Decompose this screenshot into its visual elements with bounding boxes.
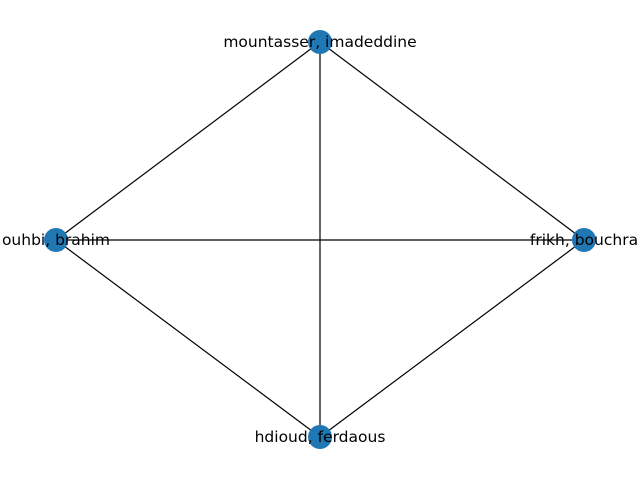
node-label-frikh: frikh, bouchra <box>530 231 638 249</box>
node-label-mountasser: mountasser, imadeddine <box>223 33 416 51</box>
edge-frikh-hdioud <box>319 239 585 438</box>
node-mountasser <box>308 30 332 54</box>
node-ouhbi <box>44 228 68 252</box>
node-label-hdioud: hdioud, ferdaous <box>255 428 386 446</box>
node-layer <box>44 30 596 449</box>
edge-mountasser-frikh <box>319 41 585 241</box>
edge-mountasser-ouhbi <box>55 41 321 241</box>
node-label-ouhbi: ouhbi, brahim <box>2 231 110 249</box>
edge-layer <box>55 41 585 438</box>
edge-ouhbi-hdioud <box>55 239 321 438</box>
label-layer: mountasser, imadeddine ouhbi, brahim frikh… <box>2 33 638 446</box>
node-frikh <box>572 228 596 252</box>
node-hdioud <box>308 425 332 449</box>
